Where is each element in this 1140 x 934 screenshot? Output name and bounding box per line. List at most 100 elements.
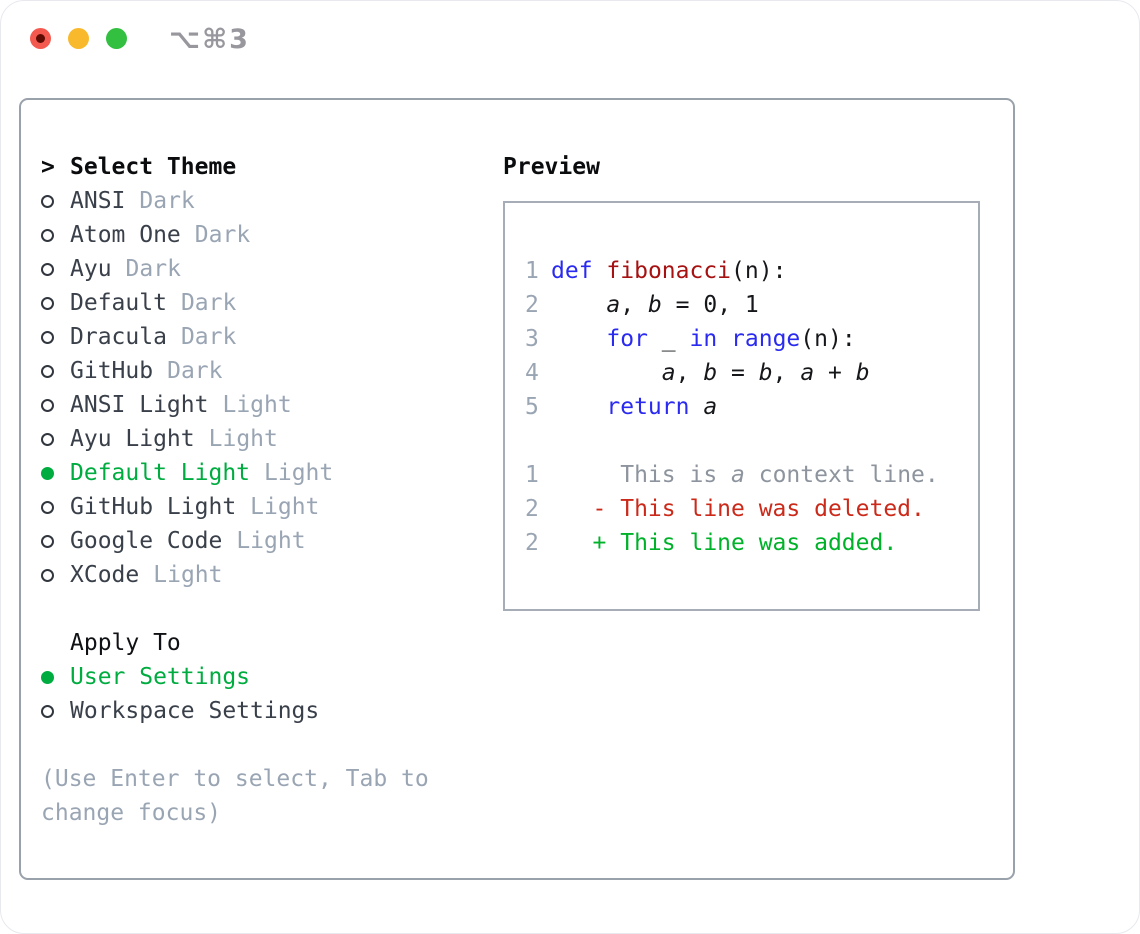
line-content: a, b = b, a + b <box>661 360 870 386</box>
theme-list-item[interactable]: ANSI Dark <box>41 184 486 218</box>
theme-list-item[interactable]: ANSI Light Light <box>41 388 486 422</box>
line-number: 2 <box>525 530 539 556</box>
minimize-button[interactable] <box>68 28 89 49</box>
preview-box: 1 def fibonacci(n): 2 a, b = 0, 1 3 for … <box>503 201 980 611</box>
theme-list-item[interactable]: Default Light Light <box>41 456 486 490</box>
theme-variant-tag: Dark <box>180 324 237 350</box>
radio-circle-icon <box>41 398 54 412</box>
theme-name: Ayu Light <box>70 426 195 452</box>
radio-circle-icon <box>41 568 54 582</box>
apply-to-header: Apply To <box>41 626 486 660</box>
apply-to-option[interactable]: User Settings <box>41 660 486 694</box>
theme-name: XCode <box>70 562 140 588</box>
theme-variant-tag: Dark <box>139 188 195 214</box>
line-content: + This line was added. <box>592 530 898 556</box>
line-number: 1 <box>525 258 539 284</box>
line-number: 4 <box>525 360 539 386</box>
preview-line: 4 a, b = b, a + b <box>525 356 978 390</box>
line-content: for _ in range(n): <box>606 326 856 352</box>
preview-line: 2 + This line was added. <box>525 526 978 560</box>
radio-circle-icon <box>41 330 54 344</box>
theme-variant-tag: Dark <box>180 290 237 316</box>
theme-variant-tag: Light <box>208 426 278 452</box>
line-number: 1 <box>525 462 539 488</box>
radio-circle-icon <box>41 364 54 378</box>
radio-circle-icon <box>41 500 54 514</box>
theme-name: GitHub Light <box>70 494 237 520</box>
code-preview: 1 def fibonacci(n): 2 a, b = 0, 1 3 for … <box>525 254 978 424</box>
theme-name: Default <box>70 290 167 316</box>
theme-variant-tag: Light <box>222 392 292 418</box>
line-number: 3 <box>525 326 539 352</box>
apply-to-option[interactable]: Workspace Settings <box>41 694 486 728</box>
close-dot-icon <box>36 34 45 43</box>
line-content: a, b = 0, 1 <box>606 292 759 318</box>
theme-list-item[interactable]: Dracula Dark <box>41 320 486 354</box>
radio-circle-icon <box>41 432 54 446</box>
line-content: This is a context line. <box>551 462 939 488</box>
help-text: (Use Enter to select, Tab to change focu… <box>41 766 429 826</box>
prompt-caret-icon: > <box>41 154 55 180</box>
titlebar: ⌥⌘3 <box>1 1 1139 98</box>
line-content: return a <box>606 394 718 420</box>
preview-line: 3 for _ in range(n): <box>525 322 978 356</box>
radio-circle-icon <box>41 670 54 684</box>
radio-circle-icon <box>41 704 54 718</box>
theme-list-item[interactable]: XCode Light <box>41 558 486 592</box>
theme-picker-panel: > Select Theme ANSI Dark Atom One Dark A… <box>19 98 1015 880</box>
close-button[interactable] <box>30 28 51 49</box>
preview-line: 1 This is a context line. <box>525 458 978 492</box>
theme-list-item[interactable]: Atom One Dark <box>41 218 486 252</box>
theme-variant-tag: Light <box>236 528 306 554</box>
theme-name: Default Light <box>70 460 251 486</box>
theme-variant-tag: Dark <box>194 222 251 248</box>
radio-circle-icon <box>41 534 54 548</box>
theme-list-item[interactable]: Default Dark <box>41 286 486 320</box>
line-content: - This line was deleted. <box>592 496 925 522</box>
theme-name: Ayu <box>70 256 112 282</box>
theme-variant-tag: Dark <box>167 358 223 384</box>
zoom-button[interactable] <box>106 28 127 49</box>
line-number: 2 <box>525 496 539 522</box>
theme-list-item[interactable]: GitHub Dark <box>41 354 486 388</box>
theme-variant-tag: Light <box>250 494 320 520</box>
select-theme-label: Select Theme <box>70 154 237 180</box>
radio-circle-icon <box>41 296 54 310</box>
preview-header: Preview <box>503 154 600 180</box>
theme-name: Atom One <box>70 222 181 248</box>
line-number: 5 <box>525 394 539 420</box>
theme-list-item[interactable]: Ayu Dark <box>41 252 486 286</box>
theme-column: > Select Theme ANSI Dark Atom One Dark A… <box>41 150 486 830</box>
radio-circle-icon <box>41 194 54 208</box>
apply-to-list: User Settings Workspace Settings <box>41 660 486 728</box>
apply-to-option-label: Workspace Settings <box>70 698 320 724</box>
theme-name: GitHub <box>70 358 154 384</box>
spacer <box>41 592 486 626</box>
theme-list-item[interactable]: Ayu Light Light <box>41 422 486 456</box>
preview-line: 1 def fibonacci(n): <box>525 254 978 288</box>
line-number: 2 <box>525 292 539 318</box>
radio-circle-icon <box>41 228 54 242</box>
apply-to-label: Apply To <box>70 630 181 656</box>
preview-column: Preview 1 def fibonacci(n): 2 a, b = 0, … <box>503 150 980 611</box>
theme-list: ANSI Dark Atom One Dark Ayu Dark Default… <box>41 184 486 592</box>
preview-line: 2 a, b = 0, 1 <box>525 288 978 322</box>
theme-list-item[interactable]: GitHub Light Light <box>41 490 486 524</box>
window-title: ⌥⌘3 <box>169 24 250 55</box>
theme-list-item[interactable]: Google Code Light <box>41 524 486 558</box>
theme-variant-tag: Dark <box>125 256 181 282</box>
preview-line: 5 return a <box>525 390 978 424</box>
theme-name: Dracula <box>70 324 167 350</box>
select-theme-header: > Select Theme <box>41 150 486 184</box>
theme-name: Google Code <box>70 528 223 554</box>
apply-to-option-label: User Settings <box>70 664 251 690</box>
preview-line: 2 - This line was deleted. <box>525 492 978 526</box>
theme-name: ANSI <box>70 188 126 214</box>
theme-variant-tag: Light <box>153 562 223 588</box>
radio-circle-icon <box>41 262 54 276</box>
theme-variant-tag: Light <box>264 460 334 486</box>
line-content: def fibonacci(n): <box>551 258 787 284</box>
spacer <box>525 424 978 458</box>
diff-preview: 1 This is a context line. 2 - This line … <box>525 458 978 560</box>
